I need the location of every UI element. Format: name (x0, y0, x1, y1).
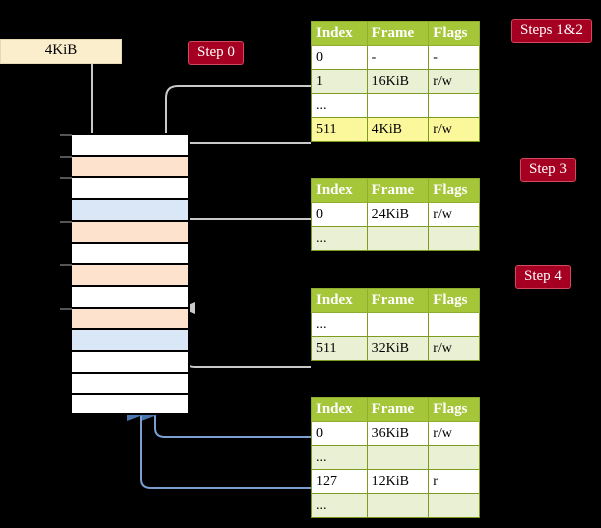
cell-index: 511 (311, 336, 368, 361)
memory-frame-row (60, 154, 190, 177)
cell-index: 1 (311, 69, 368, 94)
cell-flags: r/w (428, 69, 480, 94)
table-row: 1 16KiB r/w (311, 69, 480, 94)
badge-step-4: Step 4 (515, 265, 571, 289)
cell-frame: 16KiB (366, 69, 430, 94)
memory-frame-row (60, 263, 190, 286)
cell-index: 511 (311, 117, 368, 142)
col-header-flags: Flags (428, 288, 480, 313)
page-table-level-3: Index Frame Flags 0 24KiB r/w ... (311, 178, 480, 251)
table-row: 0 24KiB r/w (311, 202, 480, 227)
cell-frame: 36KiB (366, 421, 430, 446)
badge-step-0: Step 0 (188, 41, 244, 65)
memory-tick-mark (60, 220, 72, 223)
memory-frame-row (70, 241, 190, 264)
col-header-index: Index (311, 178, 368, 203)
cell-flags (428, 445, 480, 470)
memory-tick-mark (60, 155, 72, 158)
cell-flags (428, 226, 480, 251)
table-row: ... (311, 445, 480, 470)
badge-step-3: Step 3 (520, 158, 576, 182)
cell-frame (366, 312, 430, 337)
memory-frame-row (60, 219, 190, 242)
cell-flags: r/w (428, 421, 480, 446)
memory-tick-mark (60, 134, 72, 136)
cell-frame: 4KiB (366, 117, 430, 142)
cell-index: ... (311, 493, 368, 518)
cell-index: ... (311, 445, 368, 470)
badge-steps-1-2: Steps 1&2 (511, 19, 592, 43)
cell-frame (366, 93, 430, 118)
cell-frame: - (366, 45, 430, 70)
page-table-level-1: Index Frame Flags 0 36KiB r/w ... 127 12… (311, 397, 480, 518)
cell-frame: 24KiB (366, 202, 430, 227)
cell-frame (366, 493, 430, 518)
cell-index: ... (311, 312, 368, 337)
table-row: 0 - - (311, 45, 480, 70)
cell-frame (366, 445, 430, 470)
cell-index: ... (311, 93, 368, 118)
cell-index: 0 (311, 421, 368, 446)
memory-tick-mark (60, 264, 72, 267)
col-header-frame: Frame (366, 397, 430, 422)
cell-index: 0 (311, 202, 368, 227)
col-header-frame: Frame (366, 178, 430, 203)
cell-frame: 12KiB (366, 469, 430, 494)
cell-index: 0 (311, 45, 368, 70)
cell-index: ... (311, 226, 368, 251)
memory-frame-row (70, 328, 190, 351)
col-header-index: Index (311, 21, 368, 46)
table-row: 511 32KiB r/w (311, 336, 480, 361)
table-row: ... (311, 312, 480, 337)
table-row: ... (311, 493, 480, 518)
col-header-flags: Flags (428, 21, 480, 46)
cell-flags: r/w (428, 202, 480, 227)
col-header-frame: Frame (366, 21, 430, 46)
physical-memory-column (60, 133, 190, 416)
page-table-level-4: Index Frame Flags 0 - - 1 16KiB r/w ... … (311, 21, 480, 142)
col-header-flags: Flags (428, 397, 480, 422)
memory-frame-row (70, 350, 190, 372)
table-row: ... (311, 93, 480, 118)
cell-flags: r/w (428, 336, 480, 361)
table-row: 0 36KiB r/w (311, 421, 480, 446)
cell-index: 127 (311, 469, 368, 494)
cell-frame (366, 226, 430, 251)
memory-tick-mark (60, 307, 72, 310)
memory-frame-row (60, 306, 190, 329)
table-row: 511 4KiB r/w (311, 117, 480, 142)
memory-frame-row (70, 284, 190, 307)
memory-frame-row (60, 133, 190, 155)
memory-frame-row (70, 393, 190, 416)
cell-flags: r (428, 469, 480, 494)
cell-flags: r/w (428, 117, 480, 142)
col-header-frame: Frame (366, 288, 430, 313)
cell-flags: - (428, 45, 480, 70)
memory-tick-mark (60, 177, 72, 180)
cell-frame: 32KiB (366, 336, 430, 361)
memory-frame-row (70, 198, 190, 221)
col-header-index: Index (311, 397, 368, 422)
col-header-index: Index (311, 288, 368, 313)
cell-flags (428, 93, 480, 118)
table-row: 127 12KiB r (311, 469, 480, 494)
source-frame-box: 4KiB (0, 39, 122, 64)
cell-flags (428, 312, 480, 337)
cell-flags (428, 493, 480, 518)
page-table-level-2: Index Frame Flags ... 511 32KiB r/w (311, 288, 480, 361)
col-header-flags: Flags (428, 178, 480, 203)
memory-frame-row (60, 176, 190, 199)
table-row: ... (311, 226, 480, 251)
memory-frame-row (70, 371, 190, 394)
